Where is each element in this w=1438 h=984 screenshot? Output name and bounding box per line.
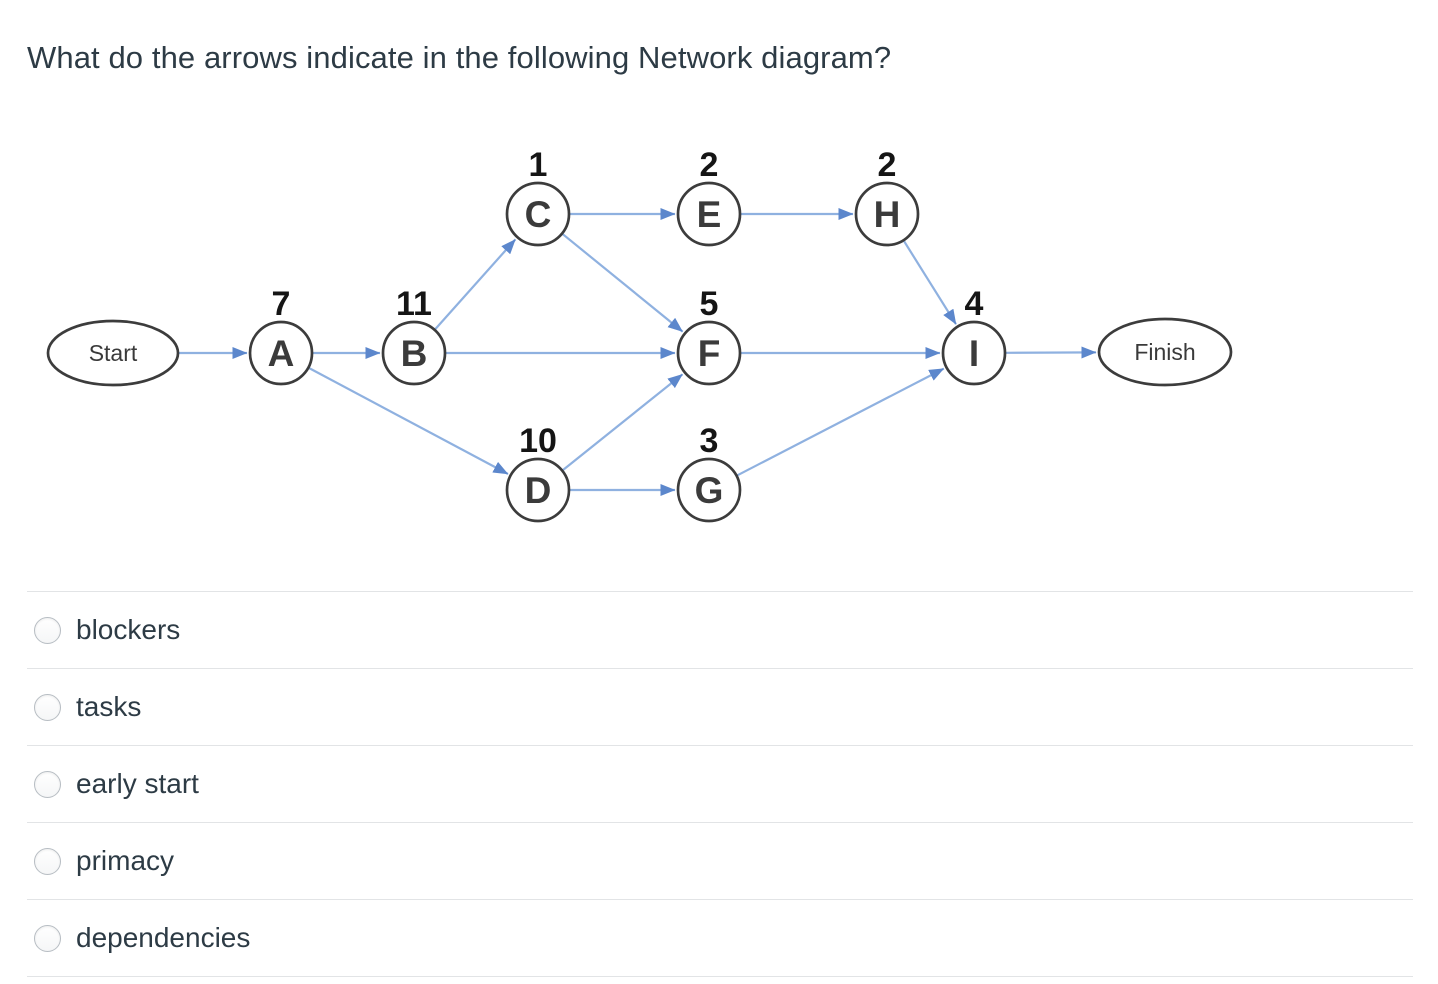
radio-button-icon[interactable]: [34, 770, 61, 798]
node-letter-I: I: [969, 333, 979, 374]
node-duration-G: 3: [700, 422, 719, 460]
node-duration-D: 10: [519, 422, 557, 460]
answer-option-label: blockers: [76, 614, 181, 645]
terminal-label-Start: Start: [89, 340, 138, 366]
node-H: H2: [854, 146, 920, 247]
answer-option-row[interactable]: dependencies: [27, 899, 1413, 977]
edge-D-F: [562, 373, 684, 471]
radio-button-icon[interactable]: [34, 693, 61, 721]
node-Finish: Finish: [1097, 317, 1233, 387]
node-G: G3: [676, 422, 742, 523]
answer-option-label: dependencies: [76, 922, 251, 953]
node-letter-A: A: [268, 333, 295, 374]
answer-option-row[interactable]: tasks: [27, 668, 1413, 745]
answer-option-label: tasks: [76, 691, 142, 722]
node-C: C1: [505, 146, 571, 247]
radio-button-icon[interactable]: [34, 847, 61, 875]
radio-button-icon[interactable]: [34, 616, 61, 644]
terminal-label-Finish: Finish: [1134, 339, 1195, 365]
node-duration-I: 4: [965, 285, 984, 323]
answer-options-list: blockers tasks early start primacy depen…: [27, 591, 1413, 977]
node-letter-C: C: [525, 194, 552, 235]
node-duration-F: 5: [700, 285, 719, 323]
edge-G-I: [736, 367, 945, 477]
node-F: F5: [676, 285, 742, 386]
node-E: E2: [676, 146, 742, 247]
answer-option-label: early start: [76, 768, 199, 799]
node-A: A7: [248, 285, 314, 386]
answer-option-label: primacy: [76, 845, 175, 876]
node-I: I4: [941, 285, 1007, 386]
node-letter-B: B: [401, 333, 428, 374]
node-Start: Start: [46, 319, 180, 387]
edge-A-D: [308, 367, 509, 475]
node-letter-H: H: [874, 194, 901, 235]
node-letter-F: F: [698, 333, 721, 374]
answer-option-row[interactable]: early start: [27, 745, 1413, 822]
edge-C-F: [562, 233, 684, 333]
edge-B-C: [434, 238, 517, 330]
answer-option-row[interactable]: primacy: [27, 822, 1413, 899]
radio-button-icon[interactable]: [34, 924, 61, 952]
node-letter-D: D: [525, 470, 552, 511]
question-title: What do the arrows indicate in the follo…: [27, 40, 892, 75]
node-duration-H: 2: [878, 146, 897, 184]
node-duration-E: 2: [700, 146, 719, 184]
node-duration-B: 11: [396, 285, 432, 323]
node-B: B 11: [381, 285, 447, 386]
node-letter-G: G: [695, 470, 724, 511]
edge-H-I: [903, 240, 957, 325]
node-duration-A: 7: [272, 285, 291, 323]
node-letter-E: E: [697, 194, 722, 235]
answer-option-row[interactable]: blockers: [27, 591, 1413, 668]
node-D: D 10: [505, 422, 571, 523]
node-duration-C: 1: [529, 146, 548, 184]
